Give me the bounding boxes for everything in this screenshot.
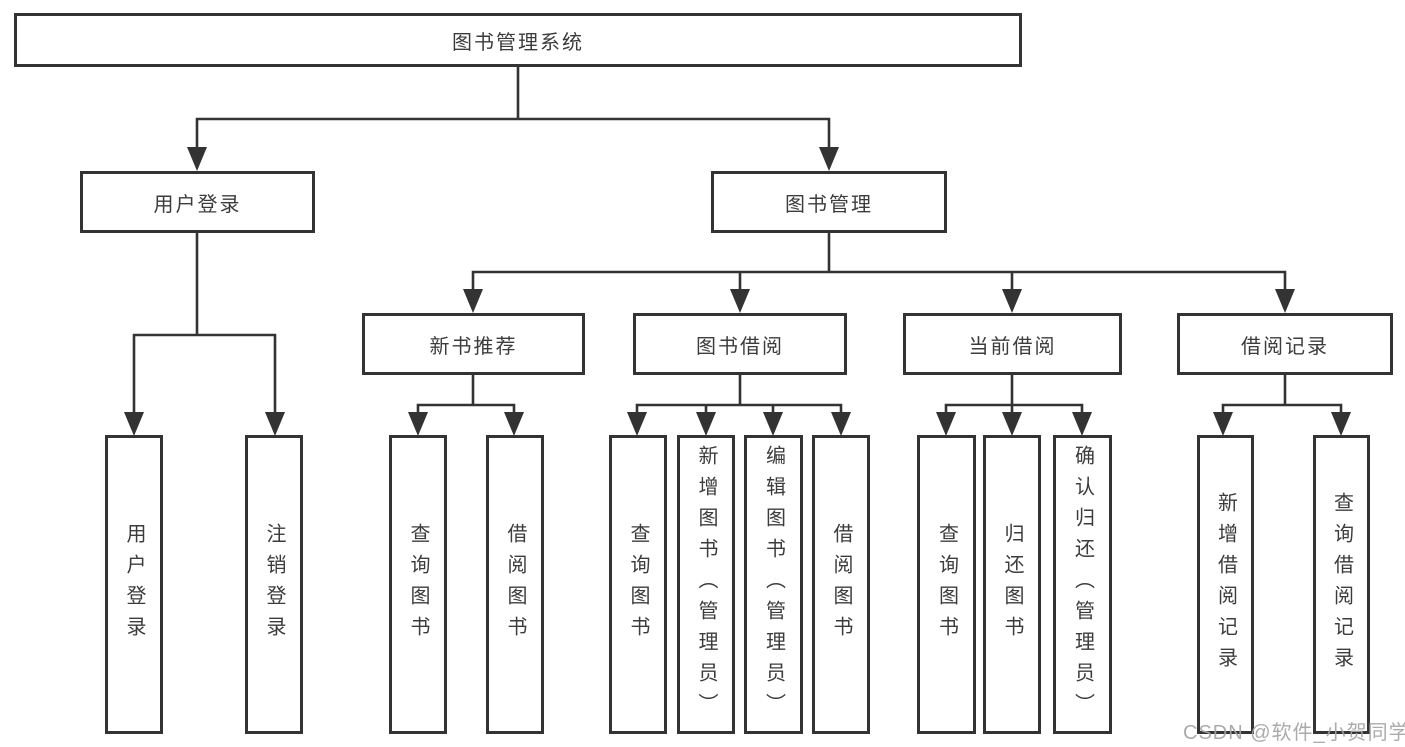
leaf-borrow-borrow-books: 借阅图书 [812, 435, 870, 734]
leaf-current-return-books: 归还图书 [983, 435, 1041, 734]
arrowheads [124, 147, 1351, 436]
csdn-watermark: CSDN @软件_小贺同学 [1183, 722, 1405, 744]
leaf-logout-label: 注销登录 [263, 522, 285, 647]
leaf-logout: 注销登录 [245, 435, 303, 734]
leaf-borrow-edit-books-admin: 编辑图书（管理员） [744, 435, 803, 734]
leaf-current-query-books: 查询图书 [917, 435, 976, 734]
leaf-current-return-books-label: 归还图书 [1001, 522, 1023, 647]
node-borrow-records-label: 借阅记录 [1241, 335, 1329, 358]
leaf-records-add: 新增借阅记录 [1197, 435, 1254, 734]
leaf-newbook-borrow-books: 借阅图书 [486, 435, 544, 734]
leaf-newbook-query-books: 查询图书 [389, 435, 447, 734]
leaf-borrow-add-books-admin-label: 新增图书（管理员） [695, 445, 717, 724]
leaf-user-login: 用户登录 [105, 435, 163, 734]
leaf-user-login-label: 用户登录 [123, 522, 145, 647]
leaf-records-query: 查询借阅记录 [1313, 435, 1370, 734]
leaf-newbook-borrow-books-label: 借阅图书 [504, 522, 526, 647]
node-user-login-label: 用户登录 [153, 193, 242, 216]
leaf-borrow-query-books: 查询图书 [609, 435, 667, 734]
node-system-root: 图书管理系统 [14, 13, 1022, 67]
leaf-records-query-label: 查询借阅记录 [1330, 491, 1353, 678]
leaf-borrow-borrow-books-label: 借阅图书 [830, 522, 852, 647]
node-borrow-records: 借阅记录 [1177, 313, 1393, 375]
node-new-book-recommend: 新书推荐 [362, 313, 585, 375]
leaf-current-confirm-return-admin-label: 确认归还（管理员） [1071, 445, 1094, 724]
leaf-records-add-label: 新增借阅记录 [1214, 491, 1237, 678]
leaf-borrow-edit-books-admin-label: 编辑图书（管理员） [762, 445, 785, 724]
node-book-borrow: 图书借阅 [633, 313, 847, 375]
node-book-management-label: 图书管理 [785, 193, 873, 216]
leaf-borrow-add-books-admin: 新增图书（管理员） [677, 435, 735, 734]
node-user-login: 用户登录 [80, 171, 315, 233]
leaf-newbook-query-books-label: 查询图书 [407, 522, 429, 647]
node-current-borrow-label: 当前借阅 [968, 335, 1057, 358]
leaf-current-query-books-label: 查询图书 [935, 522, 958, 647]
node-current-borrow: 当前借阅 [903, 313, 1122, 375]
node-new-book-recommend-label: 新书推荐 [429, 335, 518, 358]
node-book-management: 图书管理 [711, 171, 947, 233]
leaf-current-confirm-return-admin: 确认归还（管理员） [1053, 435, 1112, 734]
leaf-borrow-query-books-label: 查询图书 [627, 522, 649, 647]
node-system-root-label: 图书管理系统 [452, 31, 584, 54]
node-book-borrow-label: 图书借阅 [696, 335, 784, 358]
